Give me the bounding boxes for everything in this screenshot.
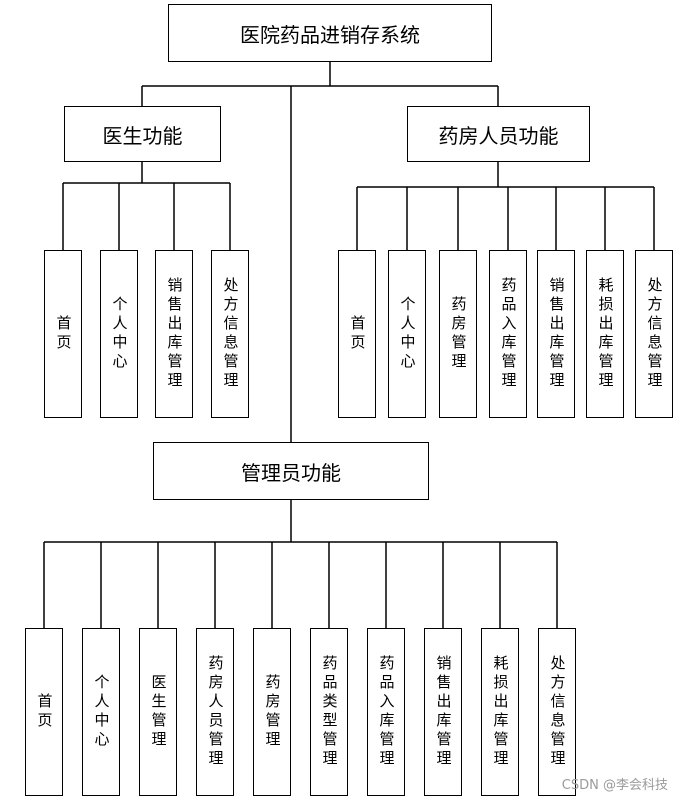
item-label: 药房人员管理 [206,655,225,769]
item-label: 药品入库管理 [377,655,396,769]
admin-item-pharmacy-staff-mgmt: 药房人员管理 [196,628,234,796]
admin-item-drug-type-mgmt: 药品类型管理 [310,628,348,796]
item-label: 首页 [35,693,54,731]
admin-item-profile: 个人中心 [82,628,120,796]
admin-item-home: 首页 [25,628,63,796]
root-node: 医院药品进销存系统 [168,4,492,62]
item-label: 处方信息管理 [548,655,567,769]
doctor-functions-label: 医生功能 [102,123,183,148]
doctor-item-prescription: 处方信息管理 [211,250,249,418]
pharmacy-item-loss-outbound: 耗损出库管理 [586,250,624,418]
admin-item-pharmacy-mgmt: 药房管理 [253,628,291,796]
item-label: 处方信息管理 [221,277,240,391]
admin-item-drug-inbound: 药品入库管理 [367,628,405,796]
doctor-item-profile: 个人中心 [100,250,138,418]
item-label: 耗损出库管理 [491,655,510,769]
doctor-item-sales-outbound: 销售出库管理 [155,250,193,418]
admin-functions-node: 管理员功能 [153,442,429,500]
pharmacy-item-profile: 个人中心 [388,250,426,418]
admin-item-doctor-mgmt: 医生管理 [139,628,177,796]
watermark: CSDN @李会科技 [561,778,668,793]
item-label: 销售出库管理 [434,655,453,769]
pharmacy-item-prescription: 处方信息管理 [635,250,673,418]
pharmacy-functions-node: 药房人员功能 [407,106,590,162]
item-label: 首页 [348,315,367,353]
item-label: 药房管理 [263,674,282,750]
item-label: 首页 [54,315,73,353]
root-label: 医院药品进销存系统 [240,22,420,47]
item-label: 销售出库管理 [547,277,566,391]
pharmacy-item-home: 首页 [338,250,376,418]
doctor-functions-node: 医生功能 [64,106,221,162]
item-label: 药品类型管理 [320,655,339,769]
pharmacy-item-sales-outbound: 销售出库管理 [537,250,575,418]
admin-item-loss-outbound: 耗损出库管理 [481,628,519,796]
pharmacy-functions-label: 药房人员功能 [438,123,559,148]
pharmacy-item-pharmacy-mgmt: 药房管理 [439,250,477,418]
pharmacy-item-drug-inbound: 药品入库管理 [489,250,527,418]
item-label: 药房管理 [449,296,468,372]
doctor-item-home: 首页 [44,250,82,418]
item-label: 销售出库管理 [165,277,184,391]
admin-item-prescription: 处方信息管理 [538,628,576,796]
item-label: 医生管理 [149,674,168,750]
item-label: 耗损出库管理 [596,277,615,391]
item-label: 个人中心 [398,296,417,372]
item-label: 个人中心 [110,296,129,372]
item-label: 药品入库管理 [499,277,518,391]
admin-functions-label: 管理员功能 [241,460,341,485]
admin-item-sales-outbound: 销售出库管理 [424,628,462,796]
item-label: 处方信息管理 [645,277,664,391]
item-label: 个人中心 [92,674,111,750]
